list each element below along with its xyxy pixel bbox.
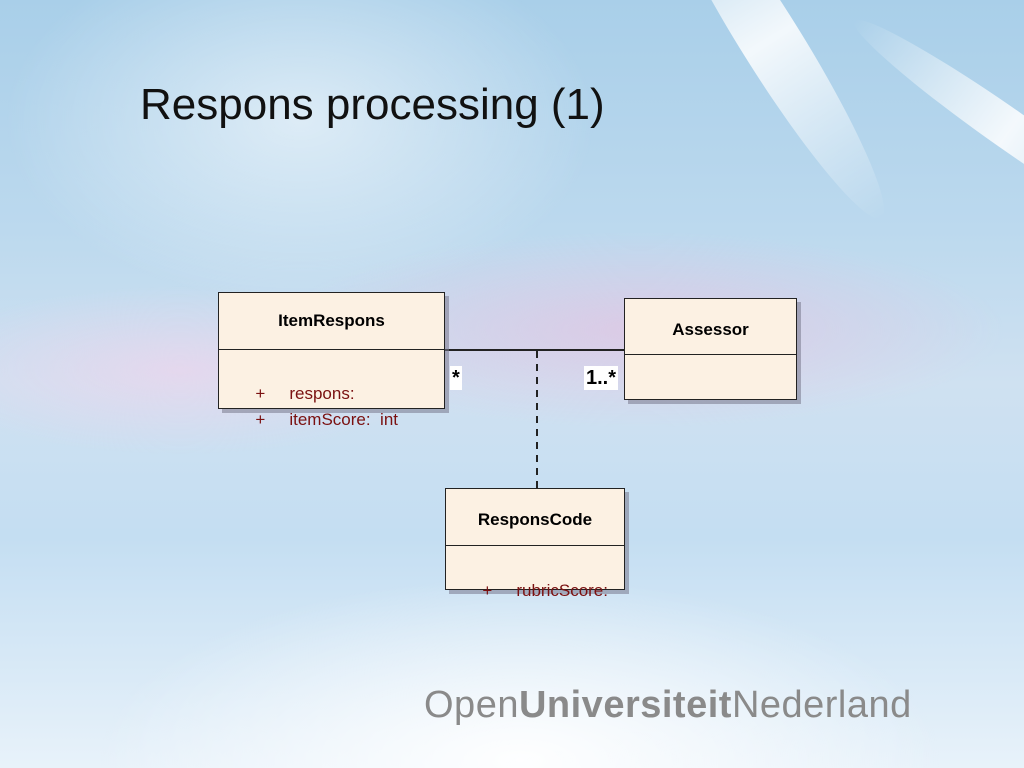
brand-logo: OpenUniversiteitNederland — [424, 684, 912, 727]
attribute-text: rubricScore: — [516, 581, 608, 600]
class-name: ResponsCode — [446, 489, 624, 546]
visibility-marker: + — [482, 581, 493, 600]
multiplicity-item-respons: * — [450, 366, 462, 390]
class-name: Assessor — [625, 299, 796, 355]
class-name: ItemRespons — [219, 293, 444, 350]
class-assessor[interactable]: Assessor — [624, 298, 797, 400]
attribute-text: respons: — [289, 384, 355, 403]
visibility-marker: + — [255, 410, 266, 429]
attribute-list: + respons: + itemScore: int — [219, 350, 444, 429]
logo-text-universiteit: Universiteit — [518, 684, 732, 726]
attribute-row: + respons: — [219, 355, 444, 403]
class-respons-code[interactable]: ResponsCode + rubricScore: — [445, 488, 625, 600]
slide-title: Respons processing (1) — [140, 80, 605, 129]
attribute-text: itemScore: int — [289, 410, 398, 429]
attribute-list: + rubricScore: — [446, 546, 624, 600]
visibility-marker: + — [255, 384, 266, 403]
multiplicity-assessor: 1..* — [584, 366, 619, 390]
class-item-respons[interactable]: ItemRespons + respons: + itemScore: int — [218, 292, 445, 429]
attribute-row: + itemScore: int — [219, 381, 444, 429]
logo-text-open: Open — [424, 684, 519, 726]
attribute-row: + rubricScore: — [446, 552, 624, 600]
logo-text-nederland: Nederland — [731, 684, 912, 726]
